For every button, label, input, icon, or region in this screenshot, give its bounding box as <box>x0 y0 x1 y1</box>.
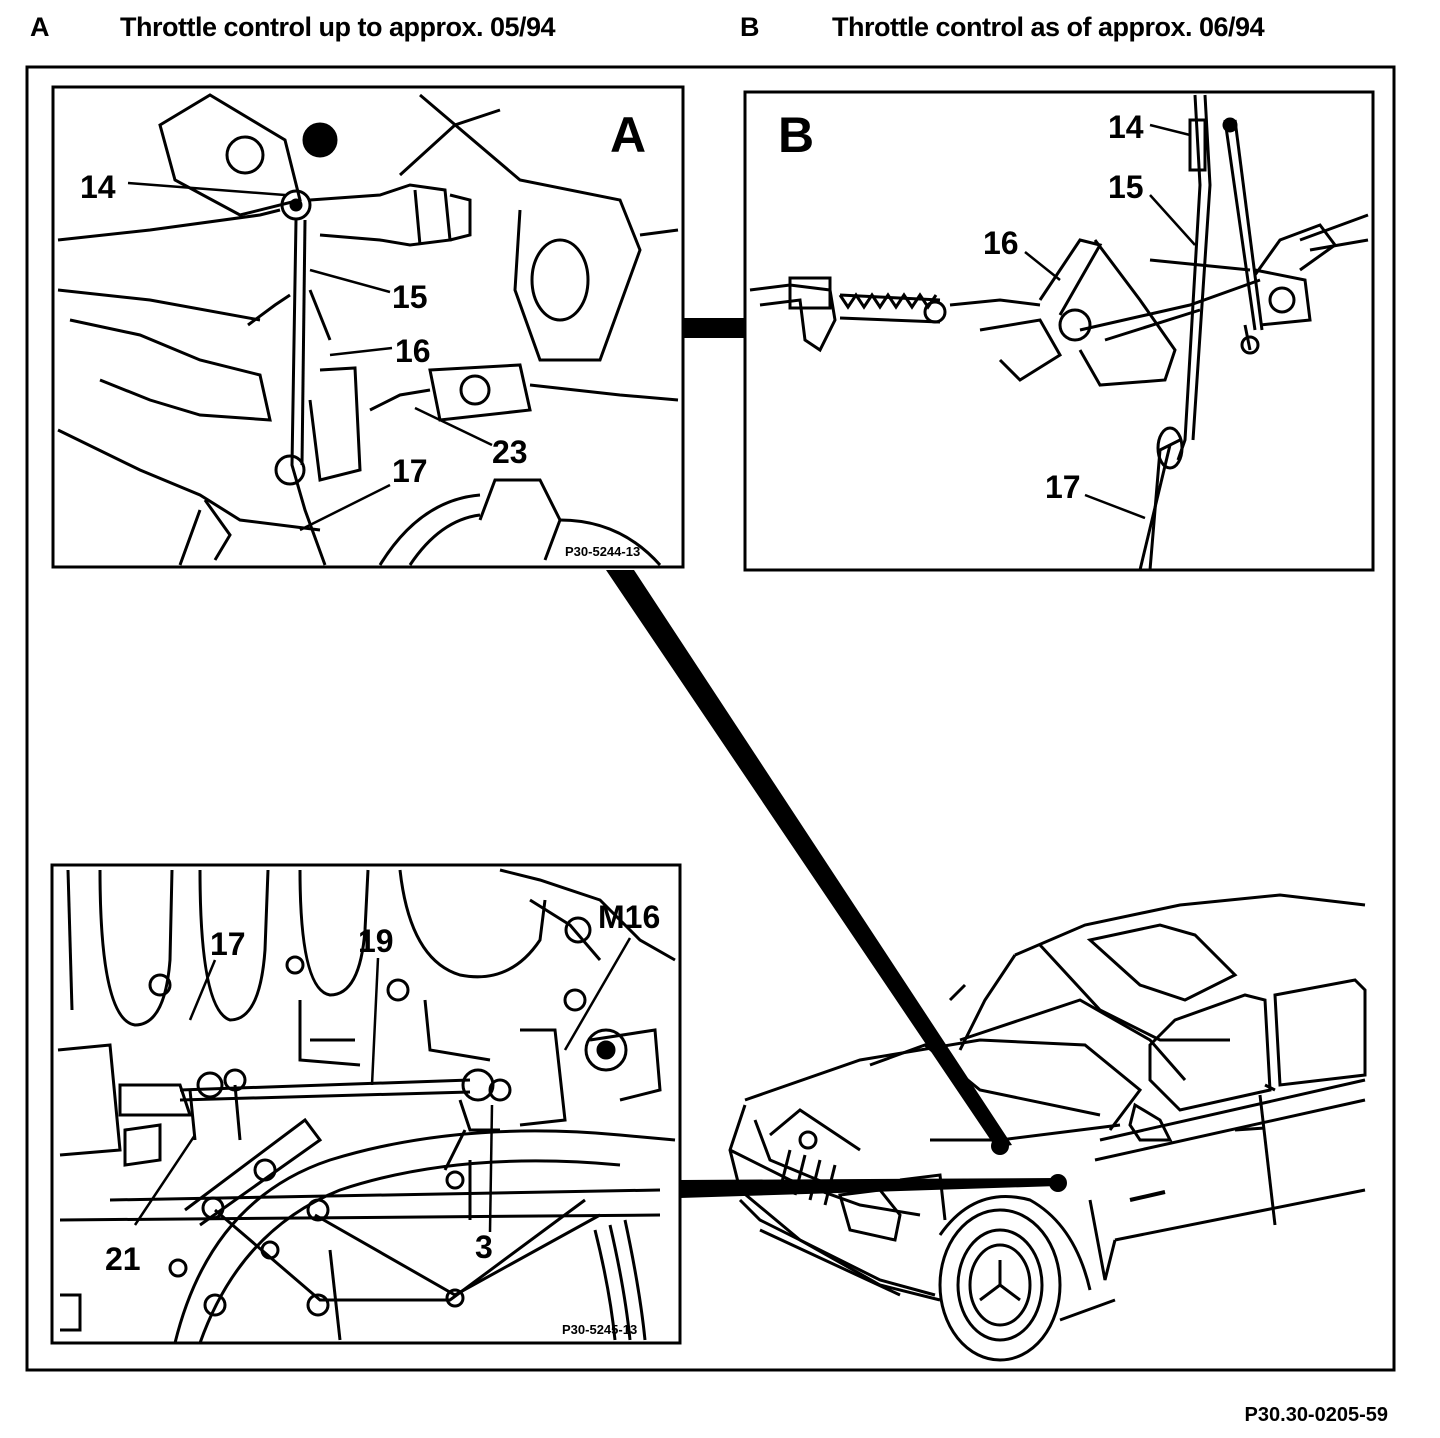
hood-marker-dot <box>991 1137 1009 1155</box>
connector-a-to-b <box>683 318 745 338</box>
inset-b-leaders <box>1024 123 1196 520</box>
inset-c-code: P30-5245-13 <box>562 1322 637 1337</box>
inset-a: 14 15 16 23 17 A P30-5244-13 <box>51 85 685 569</box>
inset-a-code: P30-5244-13 <box>565 544 640 559</box>
inset-c: 17 19 M16 21 3 P30-5245-13 <box>50 863 682 1345</box>
header-b-caption: Throttle control as of approx. 06/94 <box>832 12 1265 42</box>
inset-a-label-17: 17 <box>392 453 428 489</box>
inset-b-label-16: 16 <box>983 225 1019 261</box>
header-a-caption: Throttle control up to approx. 05/94 <box>120 12 556 42</box>
header-b-letter: B <box>740 12 760 42</box>
inset-b: 14 15 16 17 B <box>743 90 1375 572</box>
outer-frame <box>25 65 1396 1372</box>
inset-b-drawing <box>749 94 1369 571</box>
inset-c-label-3: 3 <box>475 1229 493 1265</box>
header-a-letter: A <box>30 12 50 42</box>
inset-c-label-17: 17 <box>210 926 246 962</box>
connector-c-to-car <box>680 1178 1058 1198</box>
inset-b-label-15: 15 <box>1108 169 1144 205</box>
inset-b-letter: B <box>778 107 814 163</box>
figure-number: P30.30-0205-59 <box>1244 1404 1388 1426</box>
inset-a-label-14: 14 <box>80 169 116 205</box>
inset-b-frame <box>743 90 1375 572</box>
inset-b-label-17: 17 <box>1045 469 1081 505</box>
inset-a-label-15: 15 <box>392 279 428 315</box>
inset-c-label-21: 21 <box>105 1241 141 1277</box>
inset-a-label-16: 16 <box>395 333 431 369</box>
inset-c-frame <box>50 863 682 1345</box>
inset-a-leaders <box>127 181 493 532</box>
inset-b-label-14: 14 <box>1108 109 1144 145</box>
connector-a-to-car <box>606 570 1012 1148</box>
inset-c-label-m16: M16 <box>598 899 660 935</box>
inset-c-leaders <box>133 937 632 1233</box>
inset-c-label-19: 19 <box>358 923 394 959</box>
car-illustration <box>728 893 1367 1362</box>
inset-a-drawing <box>57 93 679 566</box>
inset-c-drawing <box>57 868 676 1344</box>
inset-a-label-23: 23 <box>492 434 528 470</box>
inset-a-frame <box>51 85 685 569</box>
inset-a-letter: A <box>610 107 646 163</box>
engine-marker-dot <box>1049 1174 1067 1192</box>
door-handle <box>1129 1190 1166 1202</box>
